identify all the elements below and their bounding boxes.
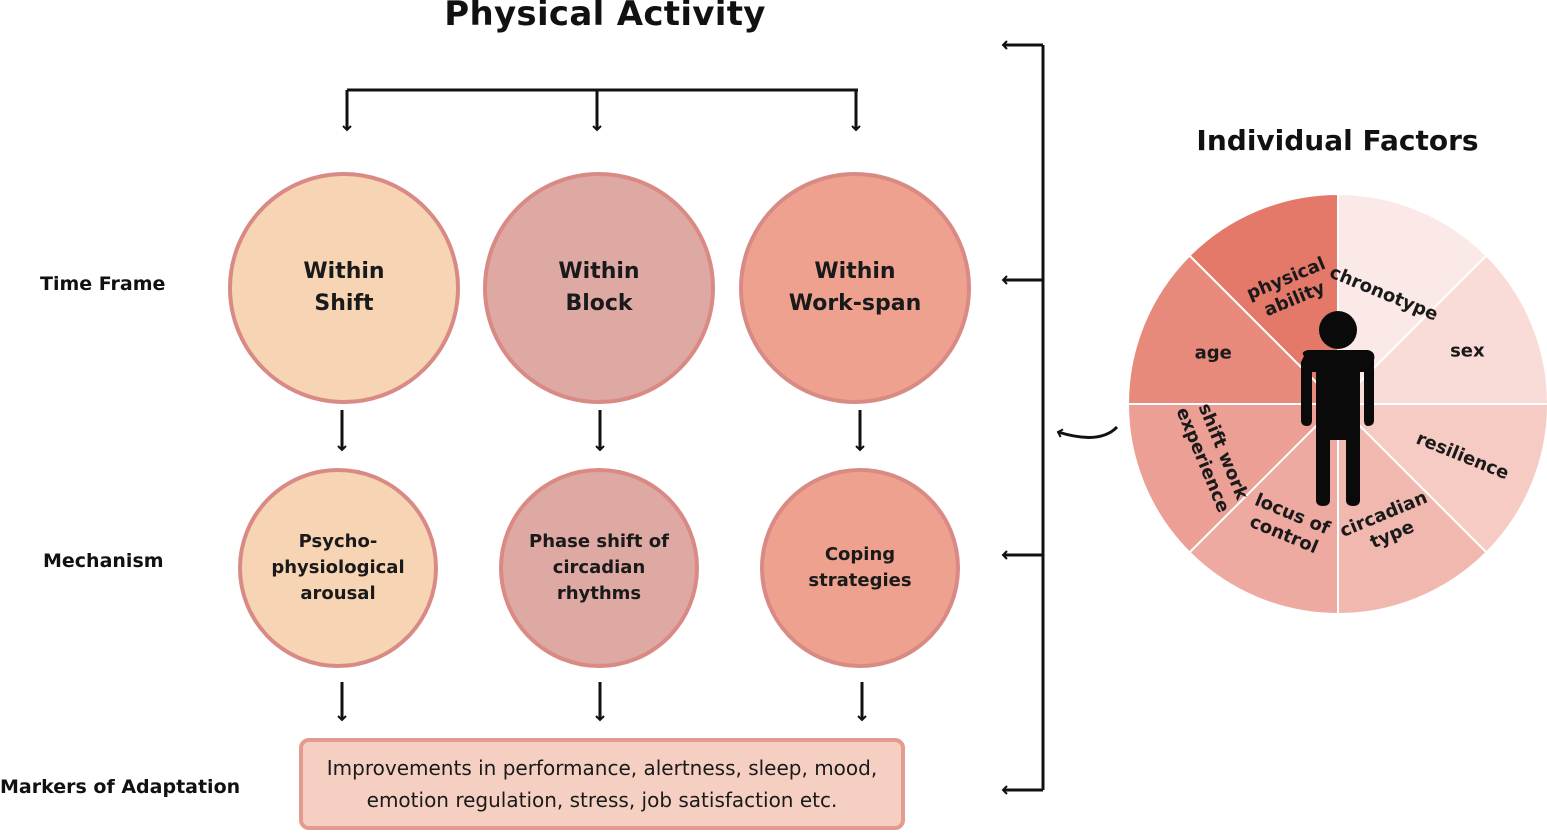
curved-arrow bbox=[1056, 425, 1119, 439]
markers-of-adaptation-box: Improvements in performance, alertness, … bbox=[299, 738, 905, 830]
pie-slice-age bbox=[1126, 254, 1341, 405]
circle-within-block-label: Within Block bbox=[558, 259, 640, 316]
circle-psychophysiological-arousal-label: Psycho- physiological arousal bbox=[271, 530, 405, 605]
pie-slice-sex bbox=[1335, 254, 1547, 405]
markers-of-adaptation-text: Improvements in performance, alertness, … bbox=[326, 756, 878, 812]
pie-slice-physical-ability bbox=[1188, 192, 1339, 407]
pie-label-sex: sex bbox=[1450, 340, 1485, 361]
row-label-mechanism: Mechanism bbox=[43, 550, 164, 572]
circle-within-shift-label: Within Shift bbox=[303, 259, 385, 316]
circle-coping-strategies: Coping strategies bbox=[760, 468, 960, 668]
pie-slice-chronotype bbox=[1337, 192, 1488, 407]
circle-within-work-span-label: Within Work-span bbox=[788, 259, 922, 316]
person-icon bbox=[1301, 311, 1375, 506]
pie-slice-circadian-type bbox=[1337, 401, 1488, 616]
pie-slice-locus-of-control bbox=[1188, 401, 1339, 616]
pie-label-age: age bbox=[1195, 342, 1232, 363]
pie-slice-resilience bbox=[1335, 403, 1547, 554]
pie-slice-shift-work-experience bbox=[1126, 403, 1341, 554]
row-label-time-frame: Time Frame bbox=[40, 273, 166, 295]
circle-within-block: Within Block bbox=[483, 172, 715, 404]
circle-coping-strategies-label: Coping strategies bbox=[808, 543, 912, 591]
circle-phase-shift: Phase shift of circadian rhythms bbox=[499, 468, 699, 668]
circle-within-work-span: Within Work-span bbox=[739, 172, 971, 404]
circle-within-shift: Within Shift bbox=[228, 172, 460, 404]
diagram-title: Physical Activity bbox=[444, 0, 766, 34]
circle-psychophysiological-arousal: Psycho- physiological arousal bbox=[238, 468, 438, 668]
circle-phase-shift-label: Phase shift of circadian rhythms bbox=[529, 530, 669, 605]
row-label-markers: Markers of Adaptation bbox=[0, 776, 241, 798]
individual-factors-title: Individual Factors bbox=[1196, 124, 1479, 157]
